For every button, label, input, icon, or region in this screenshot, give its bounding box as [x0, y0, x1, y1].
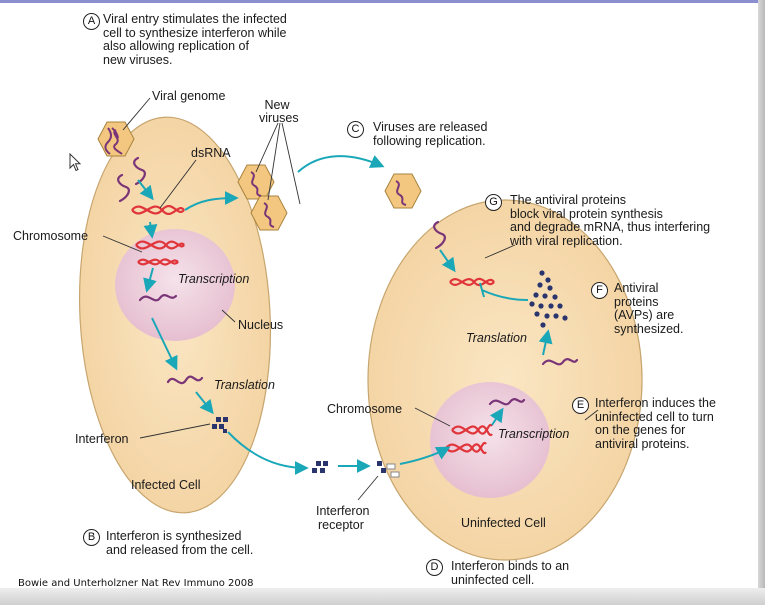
label-translation-right: Translation — [466, 331, 527, 345]
interferon-dots-bound — [377, 461, 386, 473]
step-e-line-4: antiviral proteins. — [595, 436, 690, 451]
new-virus-1 — [237, 164, 288, 231]
step-e-line-2: uninfected cell to turn — [595, 409, 714, 424]
label-transcription-right: Transcription — [498, 427, 570, 441]
label-dsrna: dsRNA — [191, 146, 231, 160]
slide: A Viral entry stimulates the infected ce… — [0, 0, 758, 588]
right-nucleus — [430, 382, 550, 498]
interferon-dots-inside — [212, 417, 228, 433]
label-interferon-receptor-2: receptor — [318, 518, 364, 532]
leader-chromosome-right — [414, 407, 451, 427]
leader-g — [484, 244, 516, 259]
top-band — [0, 0, 758, 3]
arrow-virus-release — [297, 155, 385, 173]
arrow-genome-to-dsrna — [137, 179, 154, 201]
label-new-viruses-2: viruses — [259, 111, 299, 125]
step-e-badge: E — [572, 397, 589, 414]
mrna-right-1 — [541, 358, 579, 366]
step-e-line-1: Interferon induces the — [595, 396, 716, 410]
step-g-line-1: The antiviral proteins — [510, 193, 627, 207]
step-f-line-3: (AVPs) are — [614, 308, 675, 322]
interferon-receptor-shape — [386, 463, 400, 478]
arrow-dsrna-to-chromosome — [143, 221, 158, 239]
label-interferon: Interferon — [75, 432, 129, 446]
step-f-line-1: Antiviral — [614, 281, 659, 295]
step-f-line-4: synthesized. — [614, 321, 684, 336]
step-g-line-4: with viral replication. — [510, 233, 623, 248]
block-arrow — [481, 289, 529, 301]
leader-new-viruses-c — [281, 122, 301, 205]
step-a-line-1: Viral entry stimulates the infected — [103, 12, 287, 26]
virus-entering — [97, 121, 135, 157]
step-b-line-1: Interferon is synthesized — [106, 529, 242, 543]
step-a-badge: A — [83, 13, 100, 30]
leader-new-viruses-a — [255, 122, 279, 173]
leader-new-viruses-b — [267, 122, 281, 201]
step-a-line-3: also allowing replication of — [103, 39, 249, 53]
leader-receptor — [357, 475, 379, 501]
step-c-line-1: Viruses are released — [373, 120, 488, 134]
step-b-badge: B — [83, 529, 100, 546]
label-nucleus: Nucleus — [238, 318, 284, 332]
label-uninfected-cell: Uninfected Cell — [461, 516, 546, 530]
label-interferon-receptor-1: Interferon — [316, 504, 370, 518]
viral-rna-2 — [117, 173, 130, 203]
leader-e — [584, 409, 599, 421]
antiviral-proteins — [529, 270, 568, 328]
arrow-dsrna-to-viruses — [184, 191, 239, 211]
step-g-line-2: block viral protein synthesis — [510, 206, 663, 221]
arrow-receptor-to-chromosome — [399, 446, 451, 465]
step-a-line-2: cell to synthesize interferon while — [103, 25, 287, 40]
label-chromosome-right: Chromosome — [327, 402, 403, 416]
left-nucleus — [115, 229, 235, 341]
mrna-left-1 — [138, 294, 178, 302]
leader-viral-genome — [122, 97, 151, 131]
step-a-line-4: new viruses. — [103, 52, 173, 67]
arrow-translation-up — [538, 329, 553, 356]
mrna-left-2 — [166, 375, 204, 385]
arrow-interferon-release — [227, 431, 309, 475]
arrow-transcription-to-mrna — [489, 407, 504, 426]
step-g-badge: G — [485, 194, 502, 211]
leader-dsrna — [159, 159, 197, 209]
leader-chromosome-left — [102, 235, 143, 253]
step-f-line-2: proteins — [614, 294, 659, 309]
label-viral-genome: Viral genome — [152, 89, 226, 103]
label-infected-cell: Infected Cell — [131, 478, 201, 492]
step-f-badge: F — [591, 282, 608, 299]
step-b-line-2: and released from the cell. — [106, 542, 254, 557]
arrow-translation-to-interferon — [195, 391, 214, 415]
label-new-viruses-1: New — [264, 98, 290, 112]
released-virus — [384, 173, 422, 209]
diagram-canvas — [78, 97, 643, 561]
leader-interferon — [139, 423, 211, 439]
window-bottom-edge — [0, 588, 765, 605]
viral-rna-1 — [133, 156, 146, 186]
step-c-badge: C — [347, 121, 364, 138]
uninfected-cell — [367, 199, 643, 561]
step-d-line-1: Interferon binds to an — [451, 559, 570, 573]
viral-rna-right — [433, 220, 446, 250]
mrna-right-2 — [488, 398, 526, 406]
step-c-line-2: following replication. — [373, 133, 486, 148]
label-transcription-left: Transcription — [178, 272, 250, 286]
arrow-viral-rna-to-dsrna — [439, 249, 456, 273]
arrow-chromosome-to-mrna — [143, 267, 157, 293]
interferon-dots-released — [312, 461, 328, 473]
step-e-line-3: on the genes for — [595, 423, 686, 437]
step-g-line-3: and degrade mRNA, thus interfering — [510, 220, 711, 234]
leader-nucleus — [221, 309, 236, 323]
credit-text: Bowie and Unterholzner Nat Rev Immuno 20… — [18, 578, 254, 588]
arrow-mrna-to-translation — [151, 317, 178, 371]
step-d-badge: D — [426, 559, 443, 576]
label-chromosome-left: Chromosome — [13, 229, 89, 243]
label-translation-left: Translation — [214, 378, 275, 392]
mouse-cursor-icon — [69, 153, 82, 172]
window-right-edge — [758, 0, 765, 605]
step-d-line-2: uninfected cell. — [451, 572, 535, 587]
